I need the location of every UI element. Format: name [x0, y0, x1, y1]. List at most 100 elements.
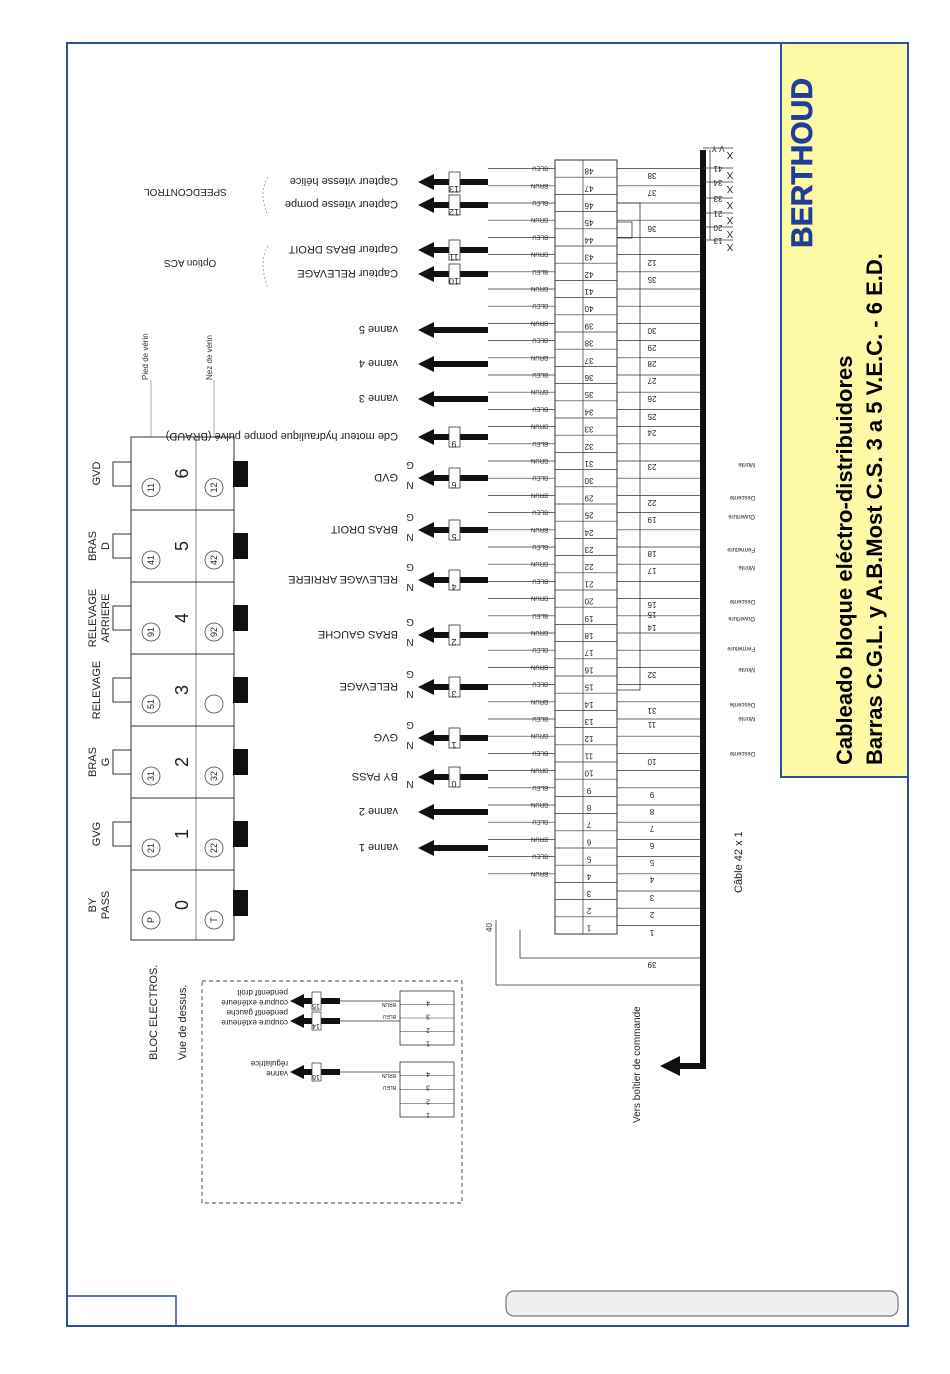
wire-color-label: BLEU	[532, 302, 548, 308]
bloc-col-num: 5	[172, 541, 192, 551]
connector-label: Capteur RELEVAGE	[297, 267, 398, 279]
connector-id: 12	[449, 207, 459, 217]
wire-color-label: BRUN	[531, 251, 548, 257]
function-label: Ouverture	[728, 513, 755, 519]
terminal-number: 45	[584, 218, 593, 227]
connector-arrow	[418, 174, 434, 190]
cable-wire-number: 12	[647, 258, 656, 267]
wire-color-label: BLEU	[532, 577, 548, 583]
cable-wire-number: 38	[647, 171, 656, 180]
cable-wire-number: 23	[647, 462, 656, 471]
cable-wire-number: 25	[647, 412, 656, 421]
inset-frame	[201, 980, 463, 1204]
inset-term-number: 1	[426, 1111, 430, 1118]
terminal-number: 15	[584, 683, 593, 692]
connector-label: Capteur vitesse pompe	[285, 198, 398, 210]
connector-id-box	[448, 467, 461, 489]
title-panel	[780, 42, 909, 778]
terminal-number: 30	[584, 476, 593, 485]
bloc-port-top-label: 11	[146, 483, 156, 492]
bloc-port-top	[141, 550, 161, 570]
cable-wire-number: 31	[647, 706, 656, 715]
connector-arrow	[418, 769, 434, 785]
bloc-col-name: PASS	[100, 891, 112, 920]
connector-label: GVD	[374, 471, 398, 483]
bloc-port-bottom	[204, 694, 224, 714]
terminal-number: 43	[584, 253, 593, 262]
connector-arrow	[418, 429, 434, 445]
connector-label: vanne 1	[359, 841, 398, 853]
bloc-port-bottom-label: 22	[209, 843, 219, 853]
connector-id-box	[448, 239, 461, 261]
cable-wire-number: 6	[649, 841, 654, 850]
bloc-port-bottom	[204, 478, 224, 497]
bloc-col-num: 6	[172, 468, 192, 478]
connector-label: vanne 4	[359, 357, 398, 369]
terminal-number: 36	[584, 373, 593, 382]
terminal-number: 16	[584, 665, 593, 674]
bloc-col-num: 4	[172, 613, 192, 623]
connector-id-box	[448, 766, 461, 788]
cable-wire-number: 11	[647, 720, 656, 729]
wire-color-label: BRUN	[531, 629, 548, 635]
cable-wire-number: 30	[647, 326, 656, 335]
bloc-port-top	[141, 694, 161, 714]
wire-color-label: BRUN	[531, 698, 548, 704]
connector-id-box	[448, 727, 461, 749]
connector-id: 3	[451, 689, 456, 699]
connector-label: RELEVAGE	[340, 680, 399, 692]
inset-id: 14	[312, 1022, 320, 1029]
cable-wire-number: 1	[649, 928, 654, 937]
connector-pole-g: G	[406, 459, 414, 470]
connector-arrow	[418, 627, 434, 643]
title-line-1: Cableado bloque eléctro-distribuidores	[832, 355, 857, 765]
wire-color-label: BRUN	[531, 732, 548, 738]
connector-arrow	[418, 522, 434, 538]
cable-end-x: X	[726, 149, 733, 160]
connector-label: Cde moteur hydraulique pompe pulvé (BRAU…	[166, 430, 398, 442]
connector-pole-n: N	[406, 636, 413, 647]
terminal-number: 21	[584, 579, 593, 588]
terminal-number: 44	[584, 235, 593, 244]
wire-color-label: BRUN	[531, 457, 548, 463]
inset-id: 15	[312, 1002, 320, 1009]
bloc-subcaption: Vue de dessus.	[177, 985, 189, 1060]
connector-pole-g: G	[406, 561, 414, 572]
terminal-number: 40	[584, 304, 593, 313]
wire-color-label: BRUN	[531, 595, 548, 601]
connector-label: Capteur vitesse hélice	[290, 175, 398, 187]
cable-label: Câble 42 x 1	[733, 831, 745, 893]
terminal-number: 6	[586, 837, 591, 846]
cable-wire-number: 26	[647, 394, 656, 403]
function-label: Monte	[738, 564, 755, 570]
cable-wire-number: 2	[649, 910, 654, 919]
connector-id: 10	[449, 276, 459, 286]
wire-color-label: BLEU	[532, 509, 548, 515]
wire-color-label: BLEU	[532, 715, 548, 721]
wire-color-label: BRUN	[531, 388, 548, 394]
bloc-port-bottom-label: T	[209, 917, 219, 923]
terminal-number: 47	[584, 184, 593, 193]
connector-id-box	[448, 426, 461, 448]
bloc-port-top	[141, 838, 161, 858]
terminal-number: 39	[584, 321, 593, 330]
connector-label: BY PASS	[352, 770, 398, 782]
bloc-port-top	[141, 910, 161, 930]
bloc-electros	[112, 380, 248, 941]
wire-color-label: BLEU	[532, 681, 548, 687]
wire-color-label: BLEU	[532, 337, 548, 343]
bloc-col-num: 3	[172, 685, 192, 695]
function-label: Ouverture	[728, 615, 755, 621]
corner-box	[66, 1295, 177, 1327]
connector-id: 5	[451, 532, 456, 542]
inset-wire-color: BLEU	[383, 1084, 396, 1090]
inset-arrow	[290, 1014, 304, 1028]
wire-color-label: BRUN	[531, 354, 548, 360]
inset-label: coupure extérieure	[221, 998, 288, 1007]
bloc-port-bottom	[204, 766, 224, 786]
terminal-number: 13	[584, 717, 593, 726]
bloc-col-num: 0	[172, 900, 192, 910]
connector-id: 1	[451, 740, 456, 750]
inset-id-box	[311, 1011, 322, 1031]
connector-id: 9	[451, 439, 456, 449]
